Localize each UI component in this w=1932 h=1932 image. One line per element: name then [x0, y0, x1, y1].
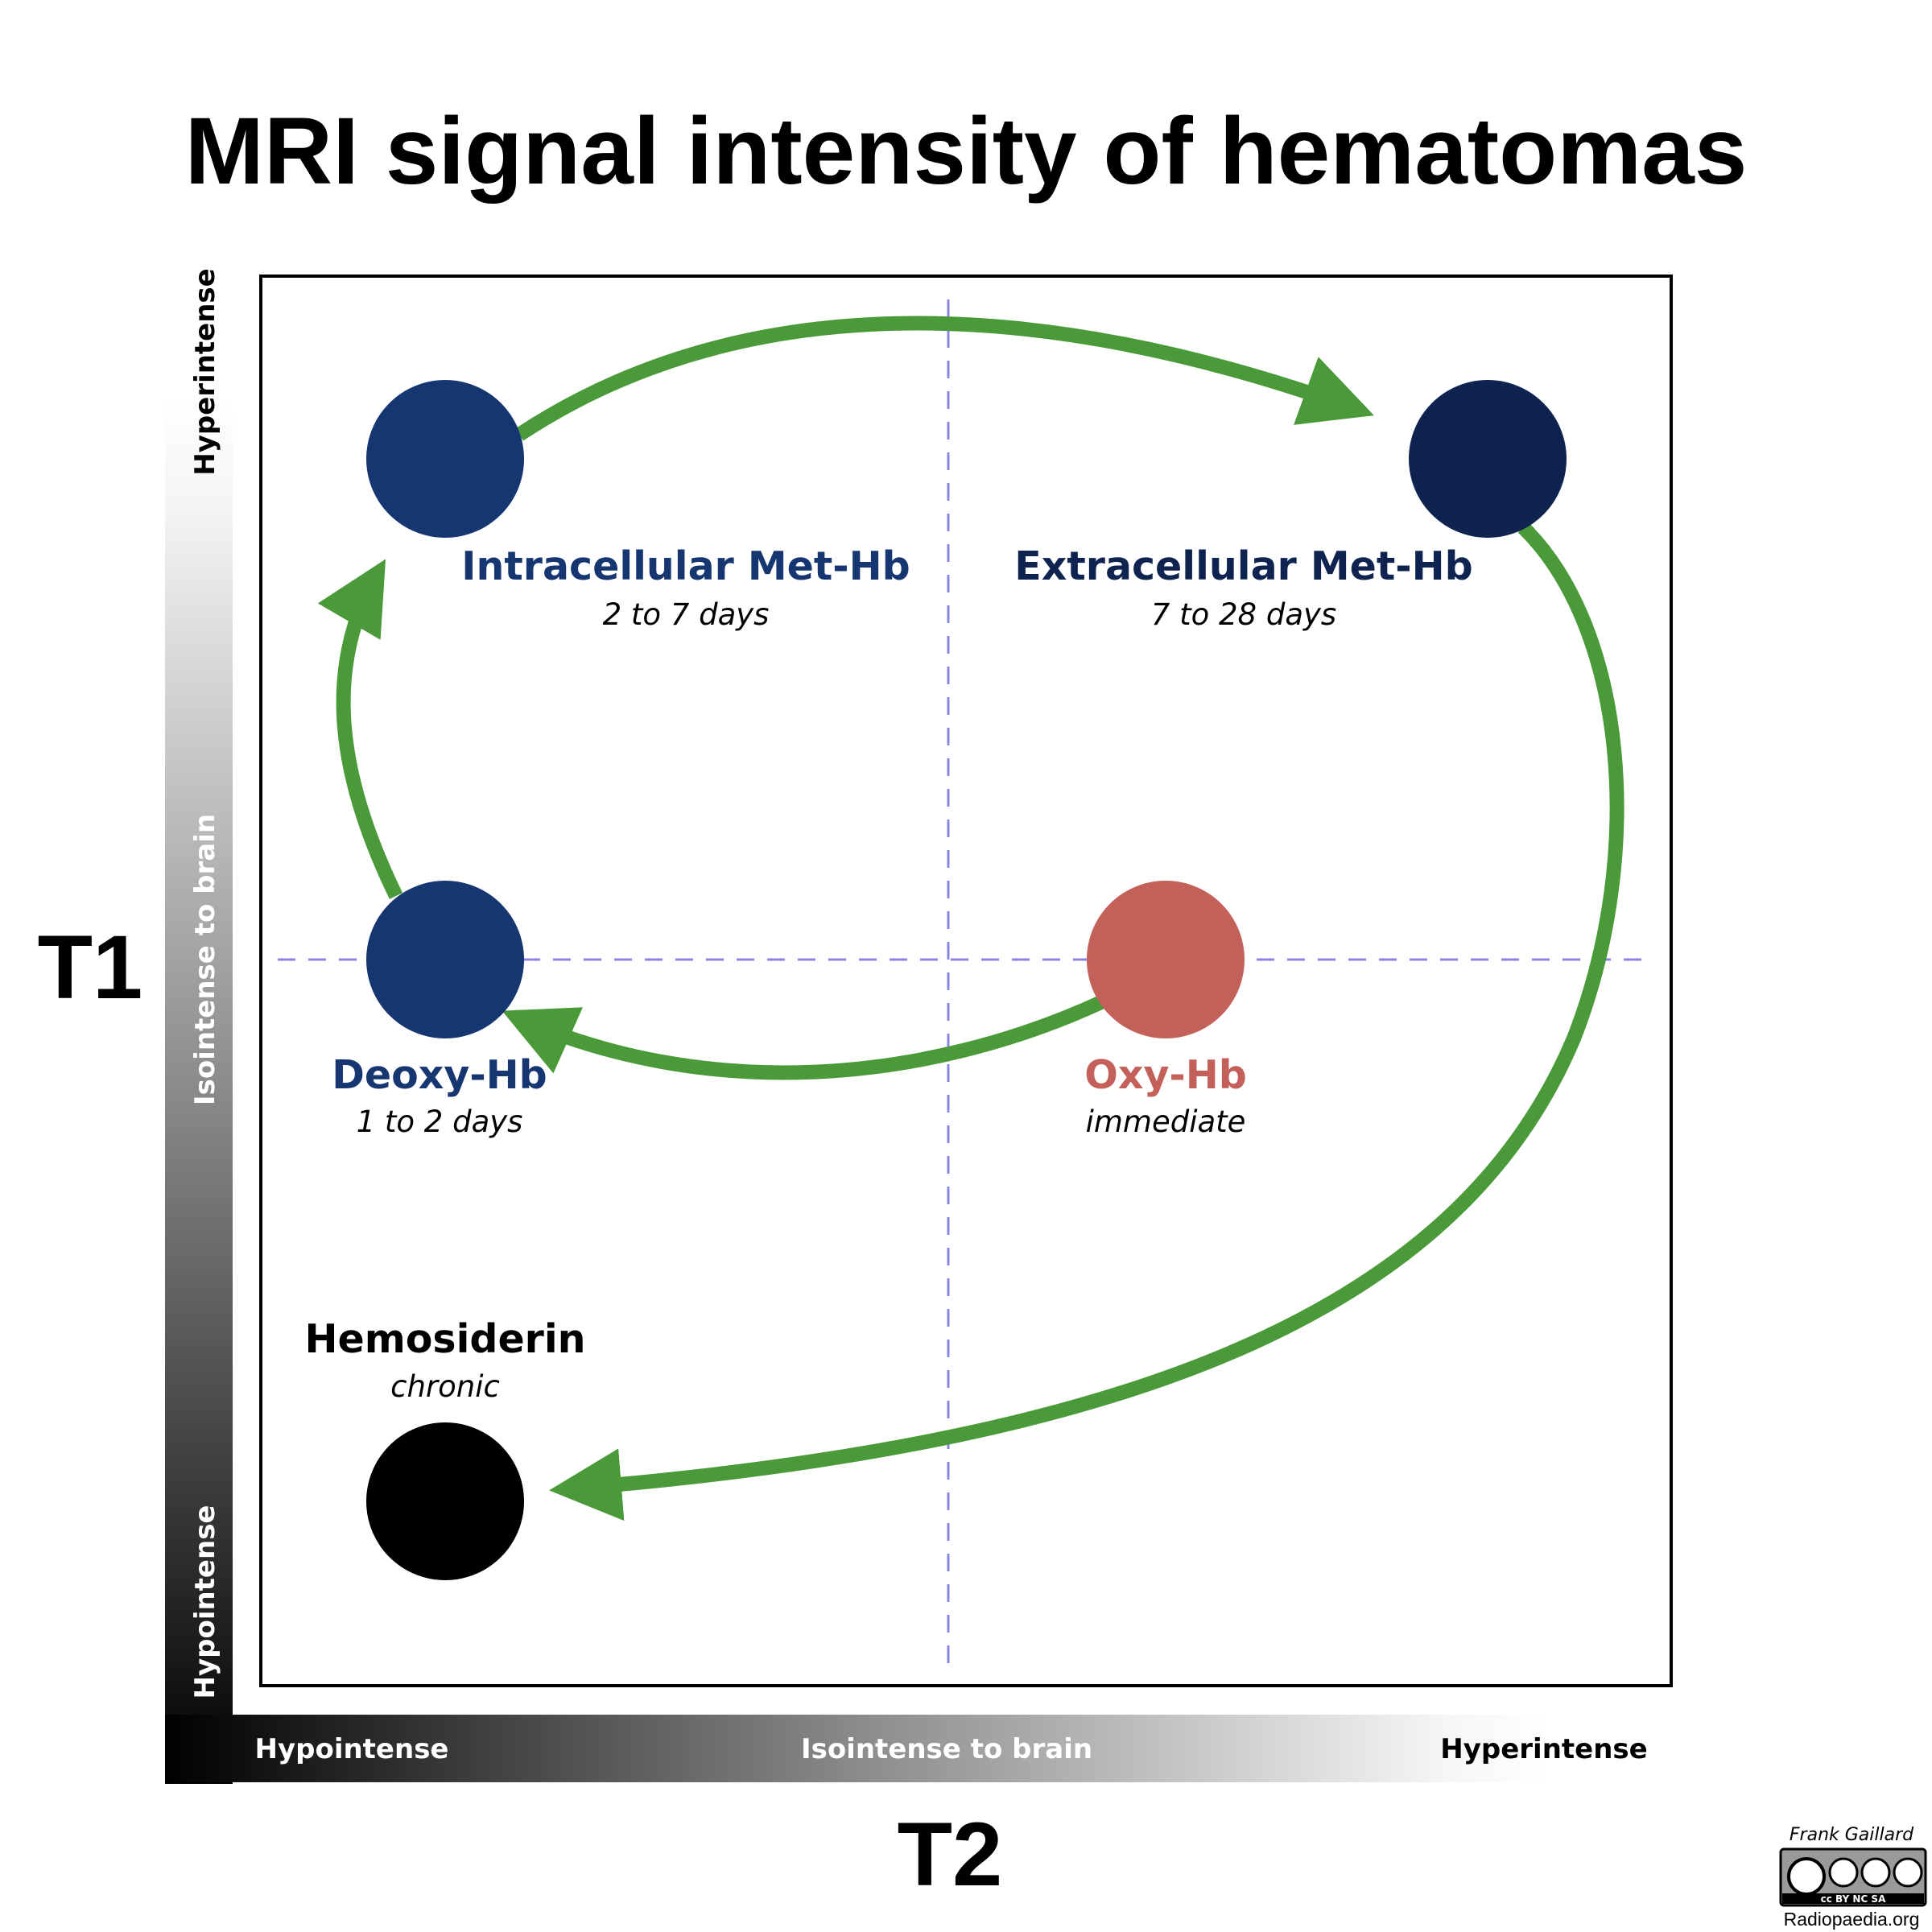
y-axis-isointense: Isointense to brain — [189, 814, 221, 1105]
license-badge: cc BY NC SA — [1779, 1847, 1927, 1907]
hemosiderin-time: chronic — [390, 1369, 500, 1404]
y-axis-gradient — [165, 398, 233, 1784]
hemosiderin-label: Hemosiderin — [304, 1316, 585, 1362]
arrow-extracellular-to-hemosiderin — [549, 522, 1624, 1521]
extracellular-met-hb-label: Extracellular Met-Hb — [1014, 543, 1472, 589]
license-badge-text: cc BY NC SA — [1821, 1893, 1886, 1905]
intracellular-met-hb-dot — [366, 380, 524, 538]
diagram-title: MRI signal intensity of hematomas — [185, 98, 1748, 204]
intracellular-met-hb-label: Intracellular Met-Hb — [461, 543, 910, 589]
oxy-hb-dot — [1087, 881, 1245, 1038]
hemosiderin-dot — [366, 1422, 524, 1580]
site-credit: Radiopaedia.org — [1784, 1909, 1920, 1930]
x-axis-title: T2 — [898, 1804, 1003, 1905]
extracellular-met-hb-dot — [1409, 380, 1567, 538]
arrow-intracellular-to-extracellular — [515, 316, 1374, 441]
arrow-oxy-to-deoxy — [502, 995, 1104, 1080]
y-axis-title: T1 — [38, 917, 143, 1018]
y-axis-hyperintense: Hyperintense — [189, 268, 221, 475]
x-axis-isointense: Isointense to brain — [801, 1733, 1092, 1765]
x-axis-hyperintense: Hyperintense — [1440, 1733, 1647, 1765]
deoxy-hb-time: 1 to 2 days — [357, 1104, 523, 1139]
author-credit: Frank Gaillard — [1790, 1825, 1914, 1845]
arrow-deoxy-to-intracellular — [317, 559, 403, 899]
oxy-hb-time: immediate — [1086, 1104, 1246, 1139]
y-axis-hypointense: Hypointense — [189, 1505, 221, 1699]
x-axis-gradient — [165, 1715, 1546, 1782]
deoxy-hb-dot — [366, 881, 524, 1038]
oxy-hb-label: Oxy-Hb — [1084, 1052, 1247, 1098]
extracellular-met-hb-time: 7 to 28 days — [1151, 597, 1336, 632]
intracellular-met-hb-time: 2 to 7 days — [603, 597, 770, 632]
x-axis-hypointense: Hypointense — [255, 1733, 449, 1765]
deoxy-hb-label: Deoxy-Hb — [332, 1052, 547, 1098]
